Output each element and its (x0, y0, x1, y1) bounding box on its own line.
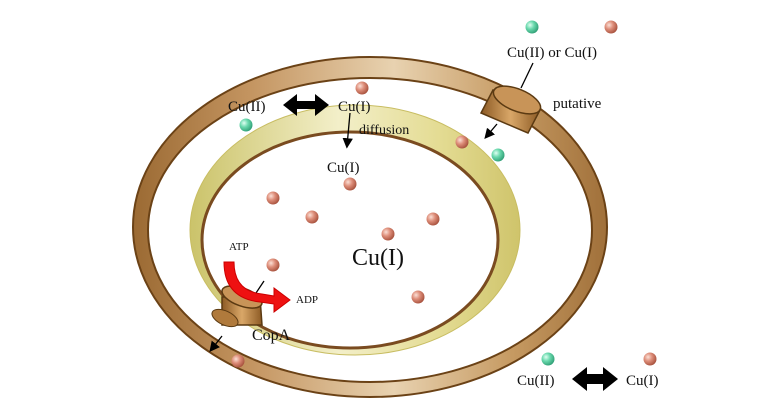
cytoplasm-cu1-label: Cu(I) (352, 245, 404, 271)
exchange-arrow-bottom (572, 367, 618, 391)
bottom-cu1-label: Cu(I) (626, 373, 659, 389)
legend-top-right-label: Cu(II) or Cu(I) (507, 45, 597, 61)
outer-copa-channel (211, 308, 239, 328)
double-arrow-icon (572, 367, 618, 391)
cu2-icon (541, 352, 555, 366)
cu1-icon (381, 227, 395, 241)
cu1-icon (266, 191, 280, 205)
cu1-icon (231, 354, 245, 368)
putative-transporter-channel (479, 85, 542, 134)
putative-label: putative (553, 96, 602, 112)
cu1-icon (411, 290, 425, 304)
cu2-icon (239, 118, 253, 132)
cu1-icon (643, 352, 657, 366)
atp-adp-arrow (223, 261, 291, 313)
cu1-icon (305, 210, 319, 224)
diffusion-arrow (342, 112, 353, 149)
cu1-icon (604, 20, 618, 34)
atp-label: ATP (229, 241, 249, 253)
double-arrow-icon (283, 94, 329, 116)
copa-out-arrow (209, 335, 223, 353)
putative-out-arrow (484, 123, 498, 139)
cu1-icon (455, 135, 469, 149)
periplasm-cu1-label: Cu(I) (338, 99, 371, 115)
inner-cu1-label: Cu(I) (327, 160, 360, 176)
putative-pointer-line (520, 62, 534, 89)
cu2-ions (239, 20, 555, 366)
cu1-icon (355, 81, 369, 95)
copa-label: CopA (252, 327, 291, 344)
adp-label: ADP (296, 294, 318, 306)
cu2-icon (525, 20, 539, 34)
bottom-cu2-label: Cu(II) (517, 373, 555, 389)
periplasm-cu2-label: Cu(II) (228, 99, 266, 115)
curved-red-arrow-icon (223, 261, 291, 313)
cu1-ions (231, 20, 657, 368)
diffusion-label: diffusion (359, 123, 409, 138)
cu1-icon (426, 212, 440, 226)
cu1-icon (266, 258, 280, 272)
exchange-arrow-top (283, 94, 329, 116)
cu1-icon (343, 177, 357, 191)
cu2-icon (491, 148, 505, 162)
